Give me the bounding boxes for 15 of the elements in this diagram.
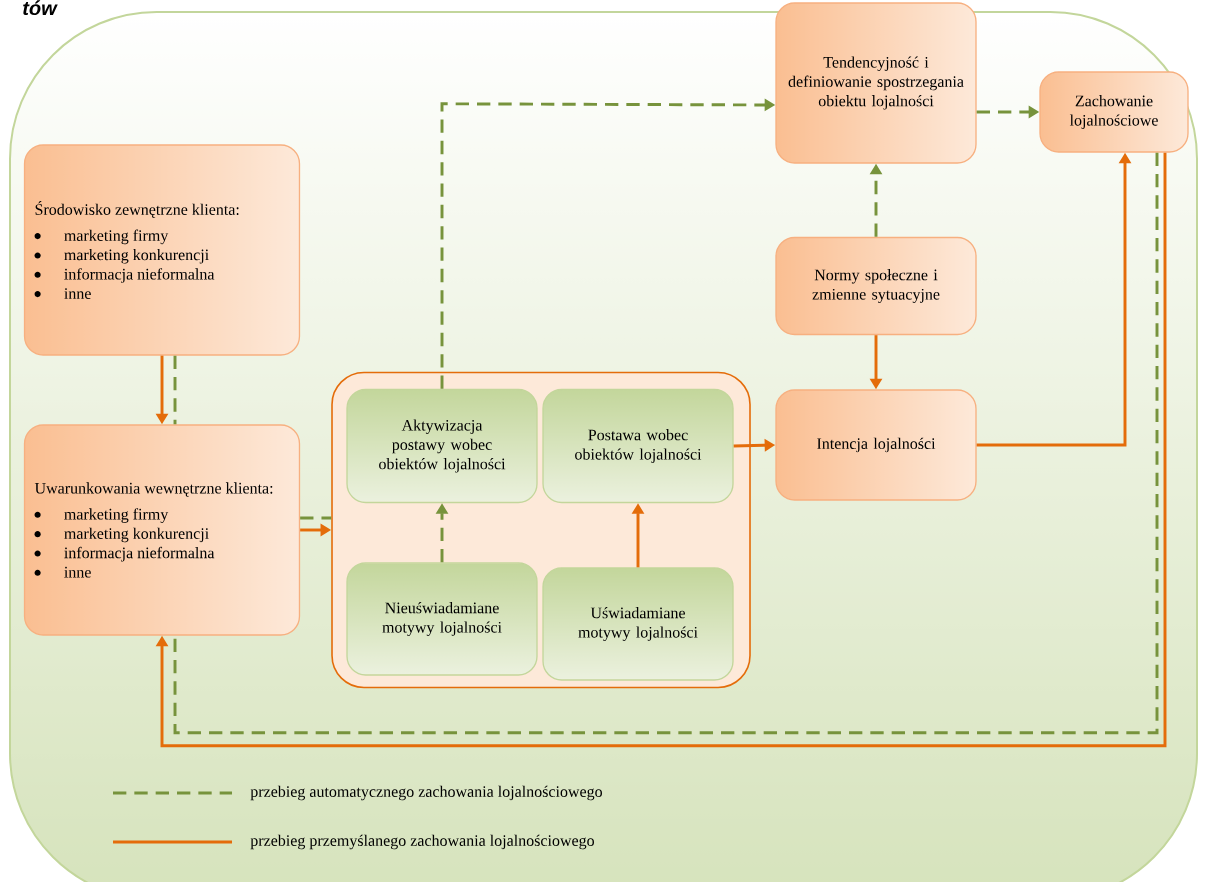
- process-box: Intencja lojalności: [775, 389, 977, 501]
- legend-text: przebieg automatycznego zachowania lojalnościowego: [250, 785, 602, 801]
- heading-fragment: tów: [23, 0, 58, 16]
- process-box: Zachowanie lojalnościowe: [1039, 71, 1189, 153]
- process-box: Uświadamiane motywy lojalności: [542, 567, 734, 681]
- legend-text: przebieg przemyślanego zachowania lojalnościowego: [250, 834, 594, 850]
- process-box: Tendencyjność i definiowanie spostrzegania obiektu lojalności: [775, 2, 977, 164]
- process-box: Uwarunkowania wewnętrzne klienta: marketing firmy marketing konkurencji informacja nieformalna inne: [23, 424, 301, 636]
- process-box: Nieuświadamiane motywy lojalności: [346, 562, 538, 676]
- connector-line: [173, 355, 177, 425]
- process-box: Środowisko zewnętrzne klienta: marketing firmy marketing konkurencji informacja nieformalna inne: [23, 144, 301, 356]
- process-box: Aktywizacja postawy wobec obiektów lojalności: [346, 388, 538, 504]
- process-box: Postawa wobec obiektów lojalności: [542, 388, 734, 504]
- process-box: Normy społeczne i zmienne sytuacyjne: [775, 236, 977, 336]
- connector-line: [300, 516, 332, 520]
